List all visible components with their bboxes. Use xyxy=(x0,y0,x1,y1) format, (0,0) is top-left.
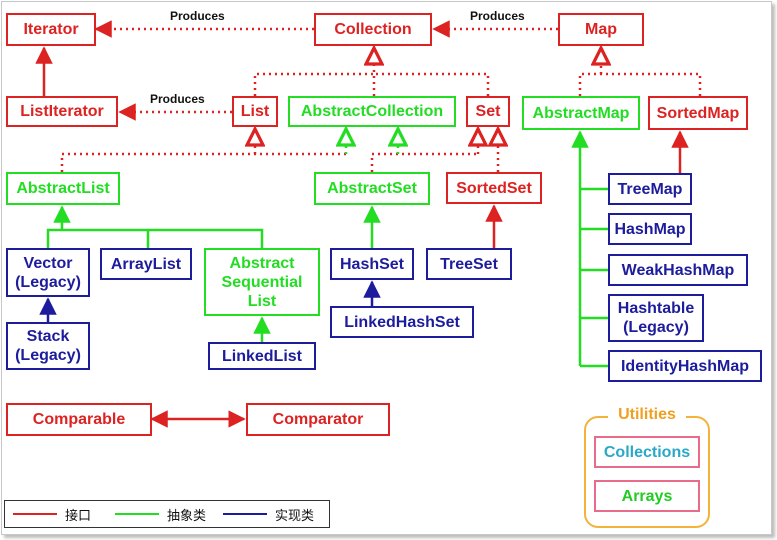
vector-node: Vector (Legacy) xyxy=(6,248,90,297)
legend-label: 抽象类 xyxy=(167,507,207,523)
vector-label: Vector xyxy=(23,254,73,272)
hashset-node: HashSet xyxy=(330,248,414,280)
edge-list-collection xyxy=(253,72,374,96)
edge-abstractmap-map xyxy=(578,72,702,96)
abstractsequentiallist-line-3: List xyxy=(247,292,277,310)
stack-node: Stack (Legacy) xyxy=(6,322,90,370)
stack-label: Stack xyxy=(26,328,70,345)
map-node: Map xyxy=(558,13,644,46)
treemap-node: TreeMap xyxy=(608,173,692,205)
arraylist-node: ArrayList xyxy=(100,248,192,280)
legend-label: 接口 xyxy=(65,507,92,523)
legend-item-abstract: 抽象类 xyxy=(115,501,206,527)
produces-label: Produces xyxy=(470,9,525,23)
legend-swatch-implementation xyxy=(223,513,267,515)
edge-list-impls-abstractlist xyxy=(46,228,264,248)
edge-abstractset-set xyxy=(370,152,478,172)
utilities-title: Utilities xyxy=(608,405,686,425)
linkedlist-node: LinkedList xyxy=(208,342,316,370)
collections-node: Collections xyxy=(594,436,700,468)
arrays-node: Arrays xyxy=(594,480,700,512)
legend-item-interface: 接口 xyxy=(13,501,91,527)
vector-legacy-label: (Legacy) xyxy=(15,273,81,291)
edge-set-collection xyxy=(374,72,490,96)
produces-label: Produces xyxy=(170,9,225,23)
sortedmap-node: SortedMap xyxy=(648,96,748,130)
list-node: List xyxy=(232,96,278,127)
legend-item-implementation: 实现类 xyxy=(223,501,314,527)
legend-swatch-interface xyxy=(13,513,57,515)
hashtable-label: Hashtable xyxy=(617,300,695,317)
abstractsequentiallist-line-1: Abstract xyxy=(229,254,295,272)
legend-label: 实现类 xyxy=(275,507,315,523)
linkedhashset-node: LinkedHashSet xyxy=(330,306,474,338)
abstractmap-node: AbstractMap xyxy=(522,96,640,130)
abstractsequentiallist-line-2: Sequential xyxy=(221,273,303,291)
comparator-node: Comparator xyxy=(246,403,390,436)
listiterator-node: ListIterator xyxy=(6,96,118,127)
legend: 接口 抽象类 实现类 xyxy=(4,500,330,528)
abstractlist-node: AbstractList xyxy=(6,172,120,205)
iterator-node: Iterator xyxy=(6,13,96,46)
treeset-node: TreeSet xyxy=(426,248,512,280)
abstractsequentiallist-node: Abstract Sequential List xyxy=(204,248,320,316)
legend-swatch-abstract xyxy=(115,513,159,515)
hashtable-legacy-label: (Legacy) xyxy=(623,319,689,336)
comparable-node: Comparable xyxy=(6,403,152,436)
hashmap-node: HashMap xyxy=(608,213,692,245)
abstractcollection-node: AbstractCollection xyxy=(288,96,456,127)
produces-label: Produces xyxy=(150,92,205,106)
hashtable-node: Hashtable (Legacy) xyxy=(608,294,704,342)
abstractset-node: AbstractSet xyxy=(314,172,430,205)
set-node: Set xyxy=(466,96,510,127)
identityhashmap-node: IdentityHashMap xyxy=(608,350,762,382)
sortedset-node: SortedSet xyxy=(446,172,542,204)
edge-abstractlist-list xyxy=(60,152,346,172)
collection-node: Collection xyxy=(314,13,432,46)
weakhashmap-node: WeakHashMap xyxy=(608,254,748,286)
stack-legacy-label: (Legacy) xyxy=(15,347,81,364)
